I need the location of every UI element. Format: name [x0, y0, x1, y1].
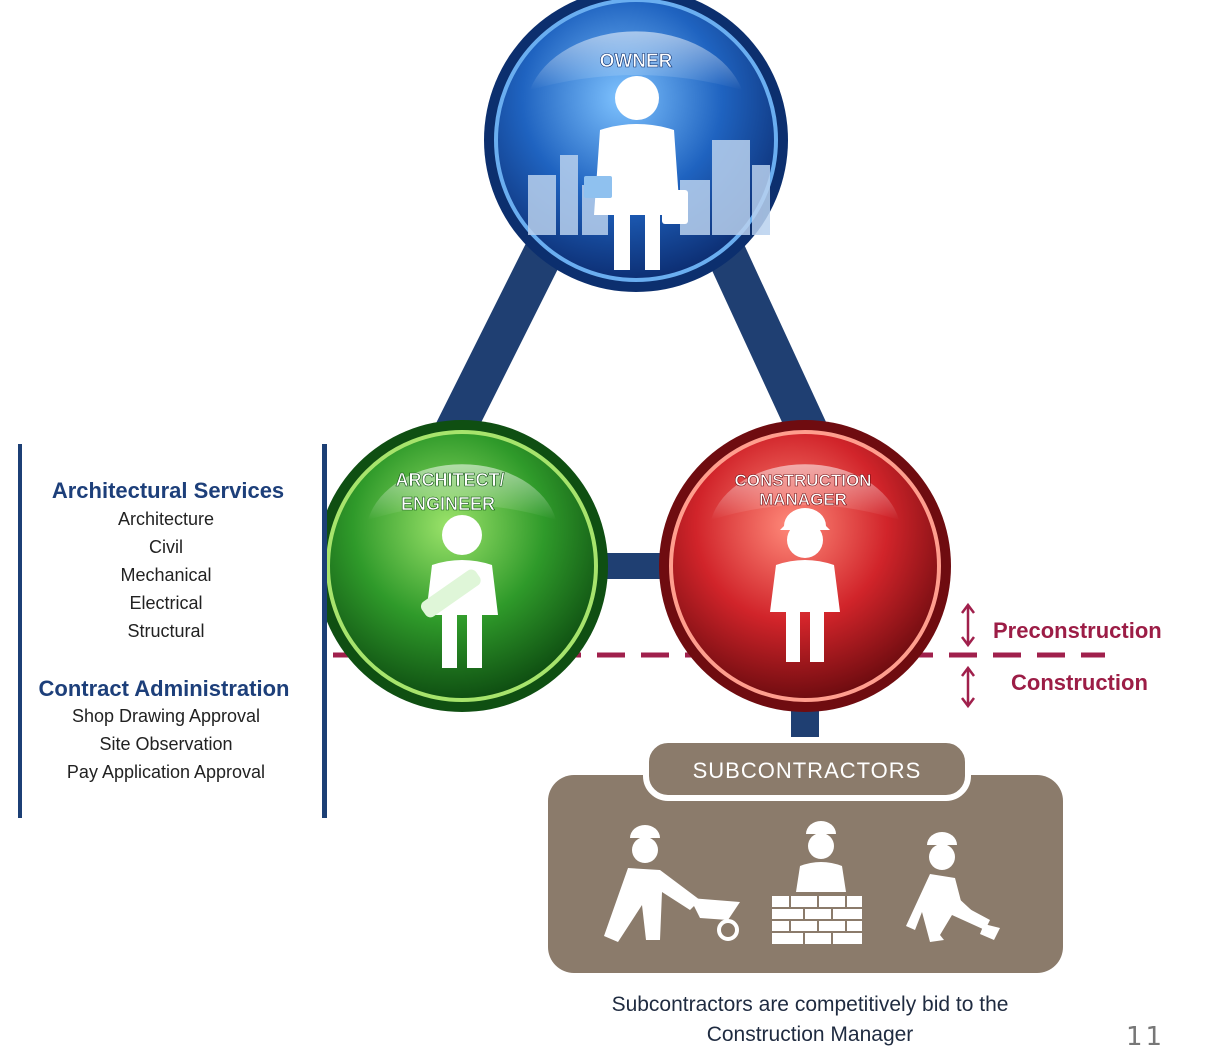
architect-node: ARCHITECT/ ENGINEER — [316, 420, 608, 712]
double-arrow-icon — [961, 602, 975, 709]
architectural-services-title: Architectural Services — [51, 478, 285, 503]
services-panel — [18, 444, 327, 818]
subcontractors-box: SUBCONTRACTORS — [548, 737, 1063, 973]
cm-label-line1: CONSTRUCTION — [735, 471, 872, 490]
architect-label-line1: ARCHITECT/ — [396, 470, 505, 490]
architect-label-line2: ENGINEER — [401, 494, 495, 514]
bricklayer-icon — [772, 821, 862, 944]
subcontractors-caption: Subcontractors are competitively bid to … — [550, 990, 1070, 1050]
page-number: 11 — [1126, 1022, 1166, 1052]
contract-administration-title: Contract Administration — [38, 676, 290, 701]
subcontractors-label: SUBCONTRACTORS — [693, 758, 922, 783]
service-item-structural: Structural — [127, 621, 205, 641]
brick-wall-icon — [772, 896, 862, 944]
construction-worker-icon — [770, 508, 840, 662]
contract-item-site-observation: Site Observation — [99, 734, 233, 754]
caption-line-2: Construction Manager — [706, 1023, 914, 1046]
owner-node: OWNER — [484, 0, 788, 292]
construction-label: Construction — [1011, 670, 1148, 695]
service-item-electrical: Electrical — [129, 593, 203, 613]
preconstruction-label: Preconstruction — [993, 618, 1162, 643]
owner-figure-icon — [584, 76, 688, 270]
contract-item-pay-application: Pay Application Approval — [66, 762, 266, 782]
contract-item-shop-drawing: Shop Drawing Approval — [71, 706, 261, 726]
caption-line-1: Subcontractors are competitively bid to … — [611, 993, 1009, 1016]
construction-manager-node: CONSTRUCTION MANAGER — [659, 420, 951, 712]
service-item-mechanical: Mechanical — [120, 565, 212, 585]
service-item-architecture: Architecture — [117, 509, 215, 529]
architect-figure-icon — [420, 515, 498, 668]
wheelbarrow-worker-icon — [604, 825, 740, 942]
cm-label-line2: MANAGER — [759, 490, 847, 509]
owner-label: OWNER — [600, 51, 673, 72]
digging-worker-icon — [906, 832, 1000, 942]
service-item-civil: Civil — [149, 537, 183, 557]
